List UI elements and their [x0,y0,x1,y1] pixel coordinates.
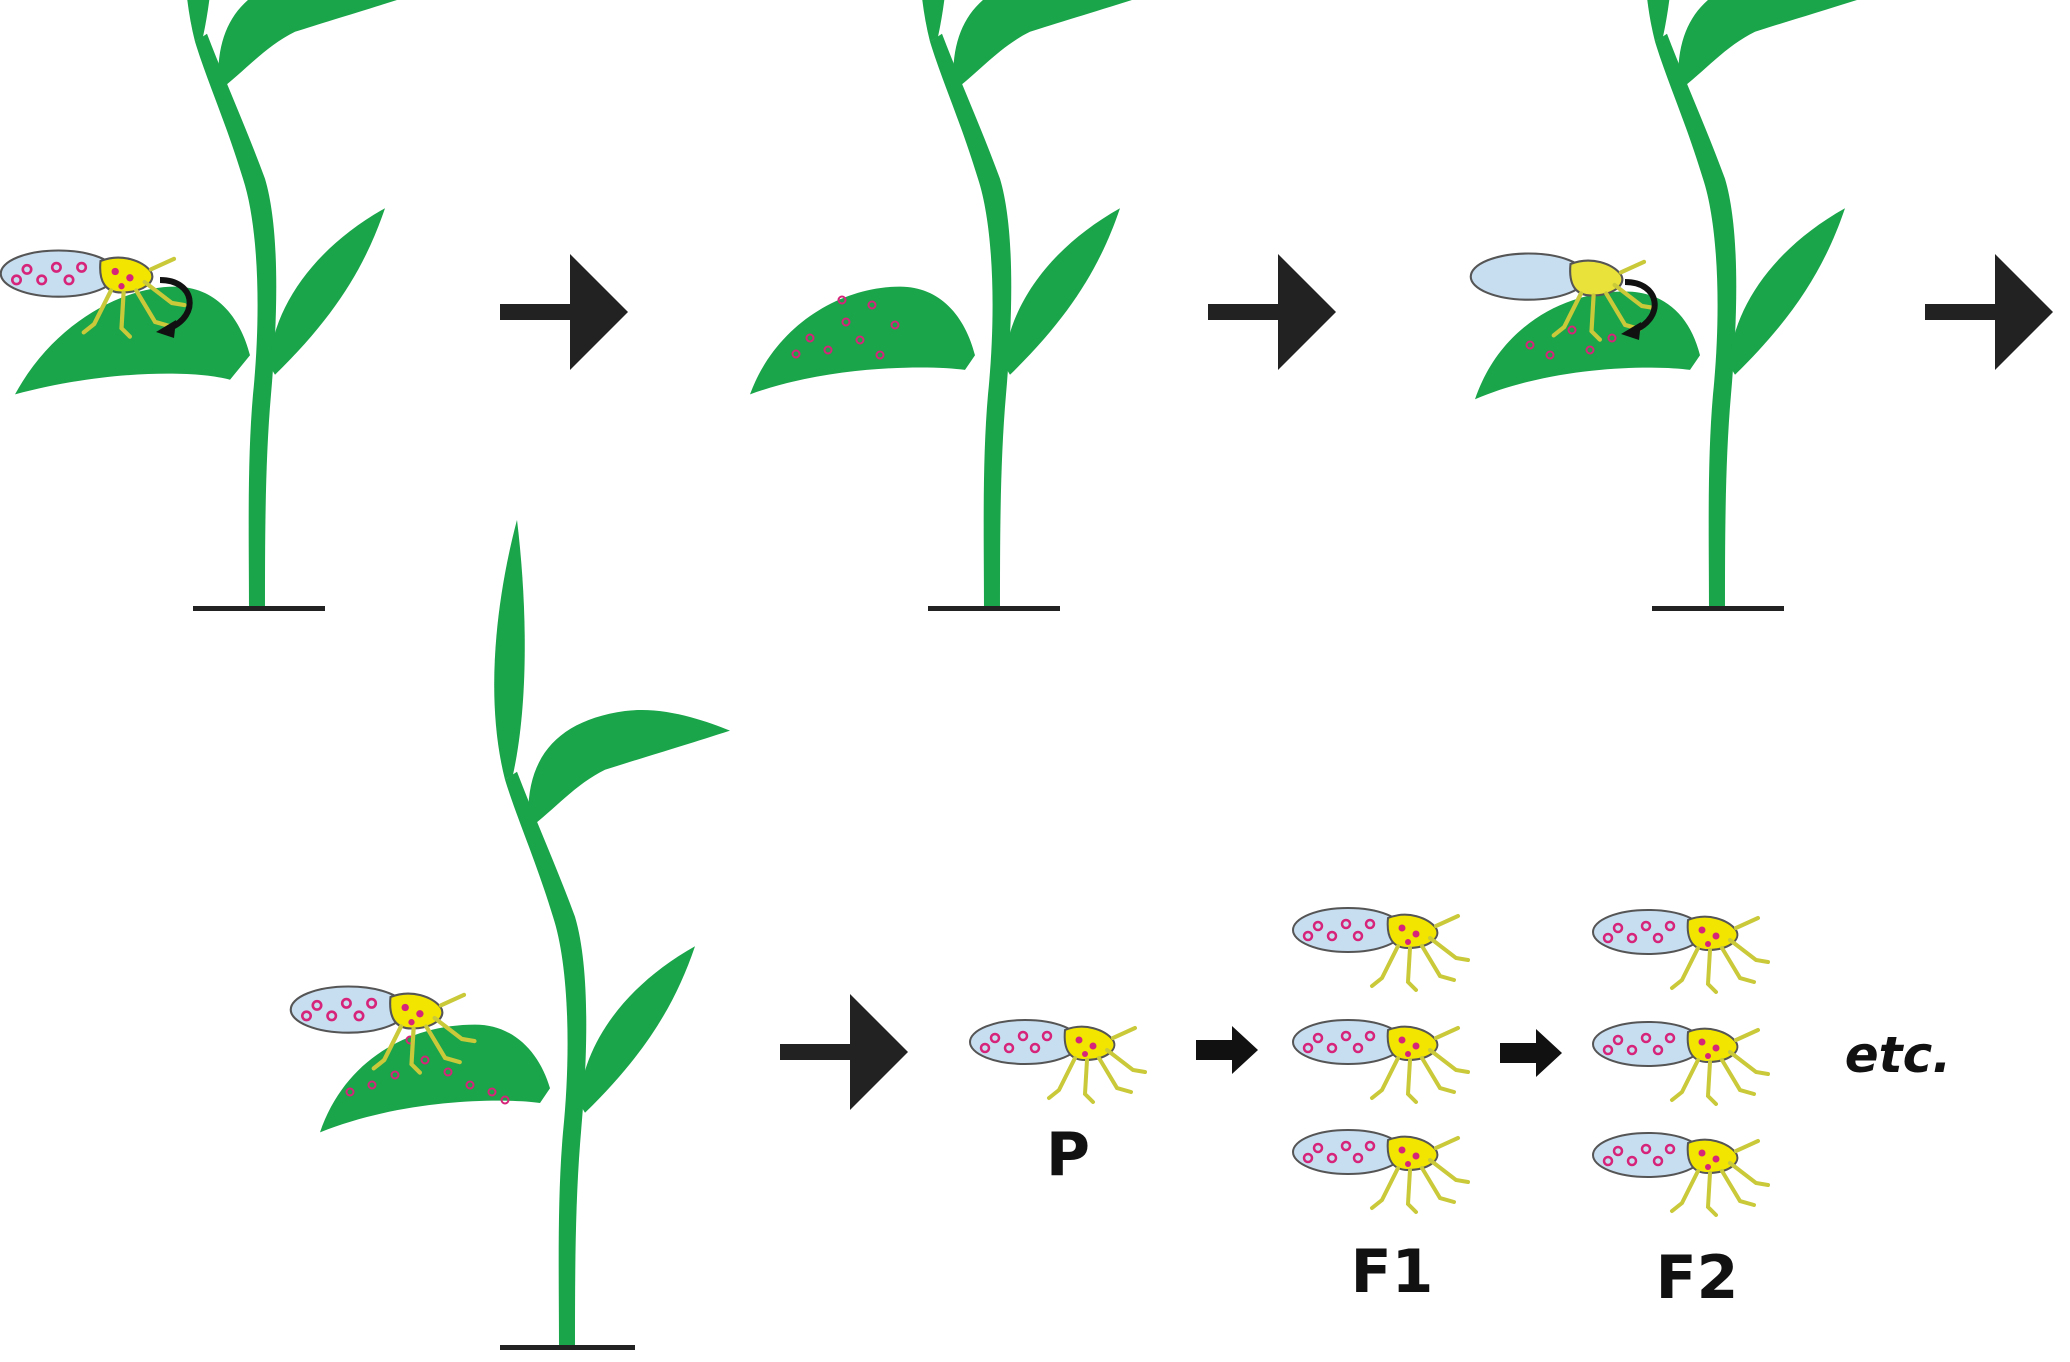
infection-spots [345,1035,510,1105]
leafhopper-icon [1291,1128,1470,1214]
arrow-right-icon [1208,254,1336,370]
infection-spots [791,295,900,360]
generation-f1: F1 [1291,906,1470,1307]
leafhopper-icon [1591,908,1770,994]
ground-line [1652,606,1784,611]
leafhopper-icon [1,251,185,337]
seedling-icon [320,519,730,1348]
ground-line [928,606,1060,611]
generation-p: P [968,1018,1147,1190]
generation-label-f1: F1 [1351,1237,1434,1307]
leafhopper-icon [1591,1131,1770,1217]
generation-label-f2: F2 [1656,1243,1739,1313]
generation-f2: F2 [1591,908,1770,1313]
arrow-right-icon [1500,1029,1562,1077]
stage-1-infected-insect-feeding [1,0,420,611]
ground-line [193,606,325,611]
leafhopper-icon [1471,254,1655,340]
arrow-right-icon [1196,1026,1258,1074]
ground-line [500,1345,635,1350]
leafhopper-icon [968,1018,1147,1104]
leafhopper-icon [1591,1020,1770,1106]
etc-label: etc. [1845,1026,1951,1084]
generation-label-p: P [1046,1120,1090,1190]
stage-4-insect-becomes-infective [291,519,730,1350]
arrow-right-icon [500,254,628,370]
leafhopper-icon [1291,906,1470,992]
leafhopper-icon [1291,1018,1470,1104]
arrow-right-icon [780,994,908,1110]
seedling-icon [1475,0,1880,611]
stage-3-clean-insect-acquiring [1471,0,1880,611]
arrow-right-icon [1925,254,2053,370]
seedling-icon [15,0,420,611]
infection-spots [1525,325,1617,360]
stage-2-infected-plant [750,0,1155,611]
leafhopper-icon [291,987,475,1073]
seedling-icon [750,0,1155,611]
